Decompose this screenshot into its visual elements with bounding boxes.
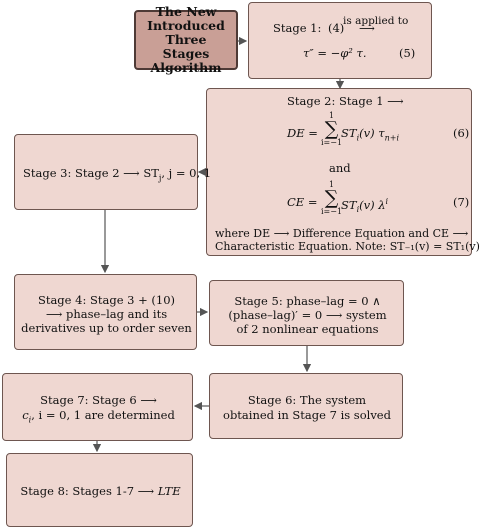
de-rhs: STi(v) τn+i <box>341 126 399 145</box>
de-sum-bottom: i=−1 <box>321 138 343 147</box>
stage8-main: Stage 8: Stages 1-7 ⟶ <box>20 484 158 498</box>
de-sum-symbol: 1 ∑ i=−1 <box>321 111 342 147</box>
stage2-label: Stage 2: Stage 1 ⟶ <box>287 94 404 108</box>
title-text: The New Introduced Three Stages Algorith… <box>147 4 225 75</box>
de-arg-sub: n+i <box>384 133 400 143</box>
ce-lhs: CE = <box>287 195 318 209</box>
ce-st: ST <box>341 197 357 212</box>
eq7-number: (7) <box>453 195 470 209</box>
stage1-label: Stage 1: <box>273 21 322 35</box>
stage7-line1: Stage 7: Stage 6 ⟶ <box>40 393 157 407</box>
stage5-line3: of 2 nonlinear equations <box>236 322 379 336</box>
stage6-box: Stage 6: The system obtained in Stage 7 … <box>209 373 403 439</box>
stage1-ref: (4) <box>328 21 345 35</box>
stage2-where-line2: Characteristic Equation. Note: ST₋₁(v) =… <box>215 240 480 253</box>
ce-sum-bottom: i=−1 <box>321 207 343 216</box>
stage2-box: Stage 2: Stage 1 ⟶ DE = 1 ∑ i=−1 STi(v) … <box>206 88 480 256</box>
de-arg: (v) τ <box>359 126 385 140</box>
stage5-line1: Stage 5: phase–lag = 0 ∧ <box>234 294 381 308</box>
de-st-sub: i <box>356 133 360 143</box>
stage5-line2: (phase–lag)′ = 0 ⟶ system <box>228 308 387 322</box>
stage2-where-line1: where DE ⟶ Difference Equation and CE ⟶ <box>215 227 469 240</box>
stage4-line1: Stage 4: Stage 3 + (10) <box>37 293 176 307</box>
stage6-line1: Stage 6: The system <box>247 393 367 407</box>
stage7-c-sub: i <box>28 415 32 425</box>
stage7-c: c <box>22 408 29 422</box>
stage1-eq-number: (5) <box>399 46 416 60</box>
stage8-lte: LTE <box>157 484 181 498</box>
ce-arg: (v) λ <box>359 197 386 212</box>
stage8-box: Stage 8: Stages 1-7 ⟶ LTE <box>6 453 193 527</box>
stage3-text: Stage 3: Stage 2 ⟶ STj, j = 0, 1 <box>23 166 211 185</box>
stage3-sub: j <box>158 173 162 183</box>
de-sigma: ∑ <box>324 118 339 140</box>
eq6-number: (6) <box>453 126 470 140</box>
title-box: The New Introduced Three Stages Algorith… <box>134 5 238 75</box>
stage8-text: Stage 8: Stages 1-7 ⟶ LTE <box>7 484 194 498</box>
de-sum-top: 1 <box>328 111 335 120</box>
ce-sum-top: 1 <box>328 180 335 189</box>
stage4-box: Stage 4: Stage 3 + (10) ⟶ phase–lag and … <box>14 274 197 350</box>
stage5-box: Stage 5: phase–lag = 0 ∧ (phase–lag)′ = … <box>209 280 404 346</box>
stage4-line3: derivatives up to order seven <box>21 321 192 335</box>
stage6-line2: obtained in Stage 7 is solved <box>223 408 391 422</box>
stage1-box: Stage 1: (4) is applied to ⟶ τ″ = −φ² τ.… <box>248 2 432 79</box>
stage7-line2: ci, i = 0, 1 are determined <box>3 408 194 427</box>
stage1-equation: τ″ = −φ² τ. <box>303 46 367 60</box>
stage1-arrow: ⟶ <box>359 22 375 35</box>
ce-rhs: STi(v) λi <box>341 195 388 217</box>
ce-arg-sup: i <box>385 197 389 206</box>
de-st: ST <box>341 126 357 140</box>
and-text: and <box>329 161 351 175</box>
stage7-tail: , i = 0, 1 are determined <box>31 408 175 422</box>
stage7-box: Stage 7: Stage 6 ⟶ ci, i = 0, 1 are dete… <box>2 373 193 441</box>
stage4-line2: ⟶ phase–lag and its <box>45 307 168 321</box>
ce-st-sub: i <box>356 205 360 215</box>
de-lhs: DE = <box>287 126 318 140</box>
stage1-text: is applied to <box>343 15 409 27</box>
stage3-tail: , j = 0, 1 <box>161 166 212 180</box>
ce-sum-symbol: 1 ∑ i=−1 <box>321 180 342 216</box>
stage3-main: Stage 3: Stage 2 ⟶ ST <box>23 166 159 180</box>
ce-sigma: ∑ <box>324 187 339 209</box>
stage3-box: Stage 3: Stage 2 ⟶ STj, j = 0, 1 <box>14 134 211 210</box>
